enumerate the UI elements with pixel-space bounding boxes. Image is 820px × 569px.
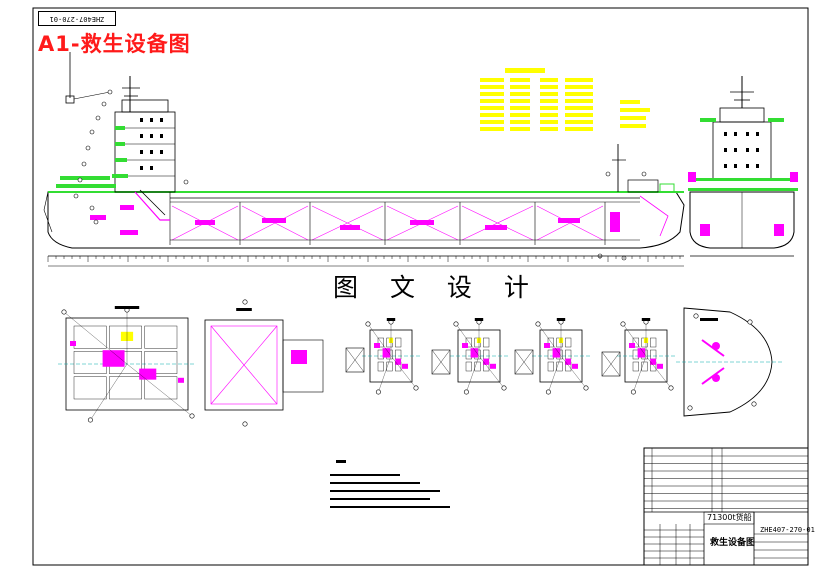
drawing-number-stamp: ZHE407-270-01 <box>38 11 116 26</box>
sheet-frame <box>32 7 809 566</box>
drawing-title: A1-救生设备图 <box>38 32 191 56</box>
equipment-legend-table <box>480 68 650 131</box>
ship-profile-view <box>43 76 685 267</box>
center-caption: 图 文 设 计 <box>333 273 541 302</box>
ship-front-view <box>688 76 798 257</box>
title-block-drawing-no: ZHE407-270-01 <box>760 526 815 534</box>
title-block-ship-type: 71300t货船 <box>707 513 752 522</box>
title-leader <box>65 52 111 104</box>
title-block <box>643 447 809 566</box>
deck-plans <box>58 299 782 427</box>
notes-block <box>330 460 450 508</box>
title-block-drawing-name: 救生设备图 <box>710 538 756 548</box>
